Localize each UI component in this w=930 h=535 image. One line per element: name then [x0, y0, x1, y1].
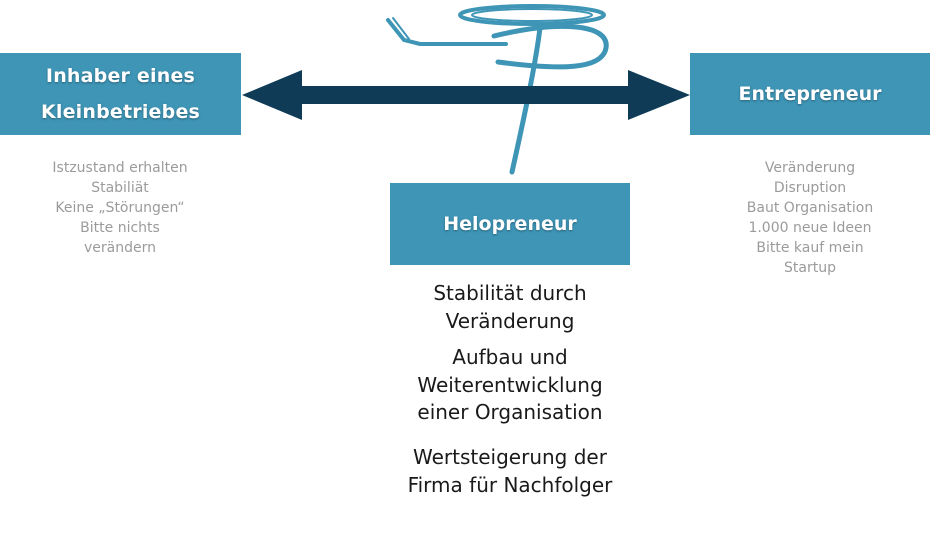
box-title-line-1: Inhaber eines — [45, 65, 196, 87]
box-title-line-2: Kleinbetriebes — [40, 101, 201, 123]
box-entrepreneur: Entrepreneur — [690, 53, 930, 135]
helopreneur-point-3: Wertsteigerung der Firma für Nachfolger — [380, 444, 640, 499]
text-line: Stabilität durch — [433, 281, 587, 305]
list-item: Disruption — [773, 180, 847, 196]
list-item: verändern — [84, 240, 156, 256]
double-headed-arrow — [242, 70, 690, 120]
helopreneur-point-2: Aufbau und Weiterentwicklung einer Organ… — [380, 344, 640, 427]
text-line: einer Organisation — [417, 400, 603, 424]
box-title: Helopreneur — [443, 213, 577, 235]
owner-traits-list: Istzustand erhalten Stabiliät Keine „Stö… — [0, 158, 240, 258]
box-title: Inhaber eines Kleinbetriebes — [41, 58, 200, 130]
text-line: Firma für Nachfolger — [407, 472, 613, 497]
list-item: Stabiliät — [91, 180, 149, 196]
box-title: Entrepreneur — [738, 83, 882, 105]
list-item: Bitte kauf mein — [756, 240, 864, 256]
list-item: Baut Organisation — [746, 200, 874, 216]
list-item: Keine „Störungen“ — [55, 200, 185, 216]
list-item: 1.000 neue Ideen — [748, 220, 872, 236]
box-helopreneur: Helopreneur — [390, 183, 630, 265]
helopreneur-point-1: Stabilität durch Veränderung — [380, 280, 640, 335]
text-line: Veränderung — [445, 308, 575, 333]
box-owner-small-business: Inhaber eines Kleinbetriebes — [0, 53, 241, 135]
entrepreneur-traits-list: Veränderung Disruption Baut Organisation… — [690, 158, 930, 278]
text-line: Weiterentwicklung — [417, 372, 603, 397]
list-item: Bitte nichts — [80, 220, 160, 236]
text-line: Wertsteigerung der — [413, 445, 607, 469]
halo-logo-icon — [386, 4, 609, 175]
list-item: Veränderung — [764, 160, 856, 176]
list-item: Startup — [784, 260, 836, 276]
list-item: Istzustand erhalten — [52, 160, 188, 176]
text-line: Aufbau und — [452, 345, 568, 369]
